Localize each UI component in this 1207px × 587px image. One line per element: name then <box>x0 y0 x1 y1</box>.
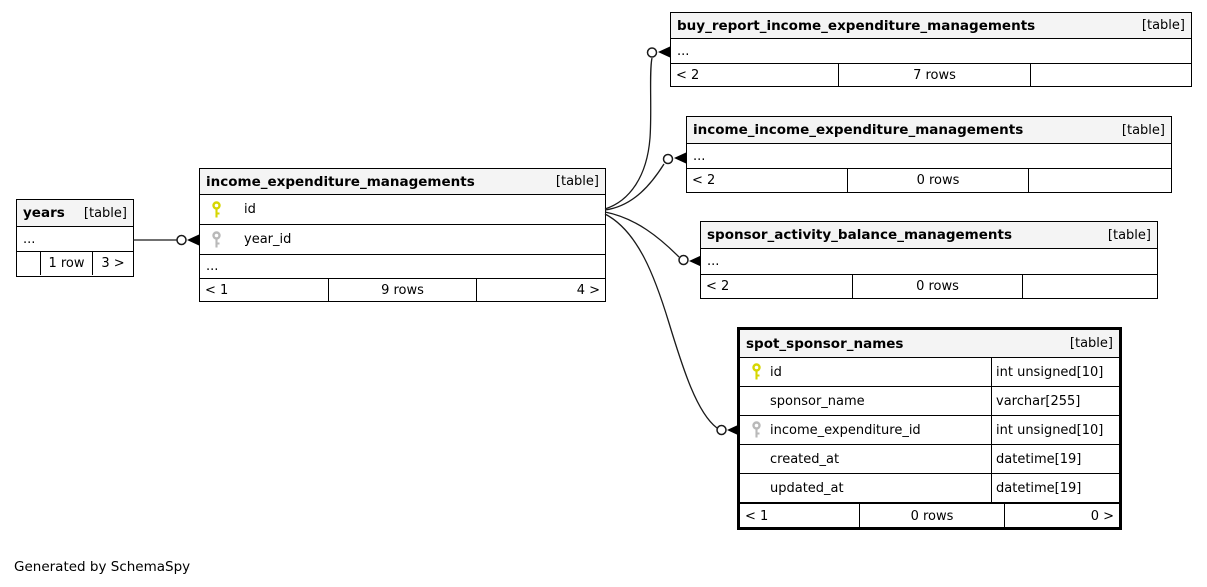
column-name: updated_at <box>770 480 844 496</box>
table-years-header: years [table] <box>17 200 133 227</box>
column-name: created_at <box>770 451 840 467</box>
primary-key-icon <box>211 200 222 219</box>
table-footer: < 1 0 rows 0 > <box>740 503 1119 528</box>
table-name[interactable]: income_income_expenditure_managements <box>693 122 1024 138</box>
collapsed-columns-row: ... <box>200 255 605 278</box>
children-count <box>1030 64 1191 86</box>
table-spot-sponsor-names[interactable]: spot_sponsor_names [table] id int unsign… <box>737 327 1122 530</box>
table-income-income-expenditure-managements[interactable]: income_income_expenditure_managements [t… <box>686 116 1172 193</box>
collapsed-columns-row: ... <box>687 144 1171 168</box>
table-tag: [table] <box>83 205 127 221</box>
column-row-created-at: created_at datetime[19] <box>740 445 1119 474</box>
ellipsis: ... <box>707 254 720 269</box>
column-row-id: id <box>200 195 605 225</box>
parents-count: < 2 <box>692 173 716 188</box>
table-header: buy_report_income_expenditure_management… <box>671 13 1191 39</box>
column-name: id <box>770 364 782 380</box>
table-tag: [table] <box>1121 122 1165 138</box>
row-count: 0 rows <box>847 169 1028 192</box>
table-name[interactable]: sponsor_activity_balance_managements <box>707 227 1012 243</box>
ellipsis: ... <box>23 231 36 247</box>
relationship-iem-to-sponsor-activity <box>604 211 701 267</box>
parents-count: < 1 <box>745 508 769 524</box>
table-tag: [table] <box>1069 336 1113 351</box>
row-count: 0 rows <box>859 504 1004 528</box>
foreign-key-icon <box>211 230 222 249</box>
table-sponsor-activity-balance-managements[interactable]: sponsor_activity_balance_managements [ta… <box>700 221 1158 299</box>
table-footer: < 2 7 rows <box>671 63 1191 86</box>
table-name[interactable]: years <box>23 205 65 221</box>
primary-key-icon <box>751 363 762 381</box>
foreign-key-icon <box>751 421 762 439</box>
column-name: sponsor_name <box>770 393 865 409</box>
relationship-iem-to-buy-report <box>604 46 670 210</box>
table-tag: [table] <box>1141 18 1185 33</box>
table-footer: < 2 0 rows <box>687 168 1171 192</box>
row-count: 9 rows <box>328 279 476 301</box>
collapsed-columns-row: ... <box>671 39 1191 63</box>
column-type: int unsigned[10] <box>991 358 1119 386</box>
column-row-year-id: year_id <box>200 225 605 255</box>
collapsed-columns-row: ... <box>701 249 1157 274</box>
row-count: 0 rows <box>852 275 1022 298</box>
table-buy-report-income-expenditure-managements[interactable]: buy_report_income_expenditure_management… <box>670 12 1192 87</box>
table-tag: [table] <box>1107 227 1151 243</box>
ellipsis: ... <box>206 259 219 274</box>
table-income-expenditure-managements[interactable]: income_expenditure_managements [table] i… <box>199 168 606 302</box>
column-row-updated-at: updated_at datetime[19] <box>740 474 1119 503</box>
relationship-iem-to-income-income <box>604 152 686 211</box>
generator-note: Generated by SchemaSpy <box>14 559 191 575</box>
children-count <box>1028 169 1171 192</box>
row-count: 1 row <box>40 252 92 275</box>
collapsed-columns-row: ... <box>17 227 133 251</box>
table-years[interactable]: years [table] ... 1 row 3 > <box>16 199 134 277</box>
parents-count: < 1 <box>205 282 229 298</box>
table-tag: [table] <box>555 174 599 189</box>
parents-count: < 2 <box>676 67 700 83</box>
row-count: 7 rows <box>838 64 1030 86</box>
table-header: income_expenditure_managements [table] <box>200 169 605 195</box>
table-years-footer: 1 row 3 > <box>17 251 133 275</box>
children-count: 3 > <box>92 252 133 275</box>
column-row-sponsor-name: sponsor_name varchar[255] <box>740 387 1119 416</box>
column-type: varchar[255] <box>991 387 1119 415</box>
children-count <box>1022 275 1157 298</box>
table-name[interactable]: income_expenditure_managements <box>206 173 475 190</box>
table-footer: < 2 0 rows <box>701 274 1157 298</box>
children-count: 4 > <box>476 279 605 301</box>
column-type: datetime[19] <box>991 474 1119 502</box>
column-name: year_id <box>244 232 292 247</box>
column-name: income_expenditure_id <box>770 422 921 438</box>
table-header: spot_sponsor_names [table] <box>740 330 1119 358</box>
relationship-years-to-iem <box>133 234 199 246</box>
table-footer: < 1 9 rows 4 > <box>200 278 605 301</box>
table-header: income_income_expenditure_managements [t… <box>687 117 1171 144</box>
column-row-id: id int unsigned[10] <box>740 358 1119 387</box>
children-count: 0 > <box>1004 504 1119 528</box>
column-type: int unsigned[10] <box>991 416 1119 444</box>
column-row-income-expenditure-id: income_expenditure_id int unsigned[10] <box>740 416 1119 445</box>
ellipsis: ... <box>677 43 690 59</box>
ellipsis: ... <box>693 148 706 164</box>
table-header: sponsor_activity_balance_managements [ta… <box>701 222 1157 249</box>
table-name[interactable]: buy_report_income_expenditure_management… <box>677 17 1036 34</box>
table-name[interactable]: spot_sponsor_names <box>746 335 904 352</box>
column-name: id <box>244 202 256 217</box>
parents-count: < 2 <box>706 279 730 294</box>
parents-count <box>17 252 40 275</box>
column-type: datetime[19] <box>991 445 1119 473</box>
